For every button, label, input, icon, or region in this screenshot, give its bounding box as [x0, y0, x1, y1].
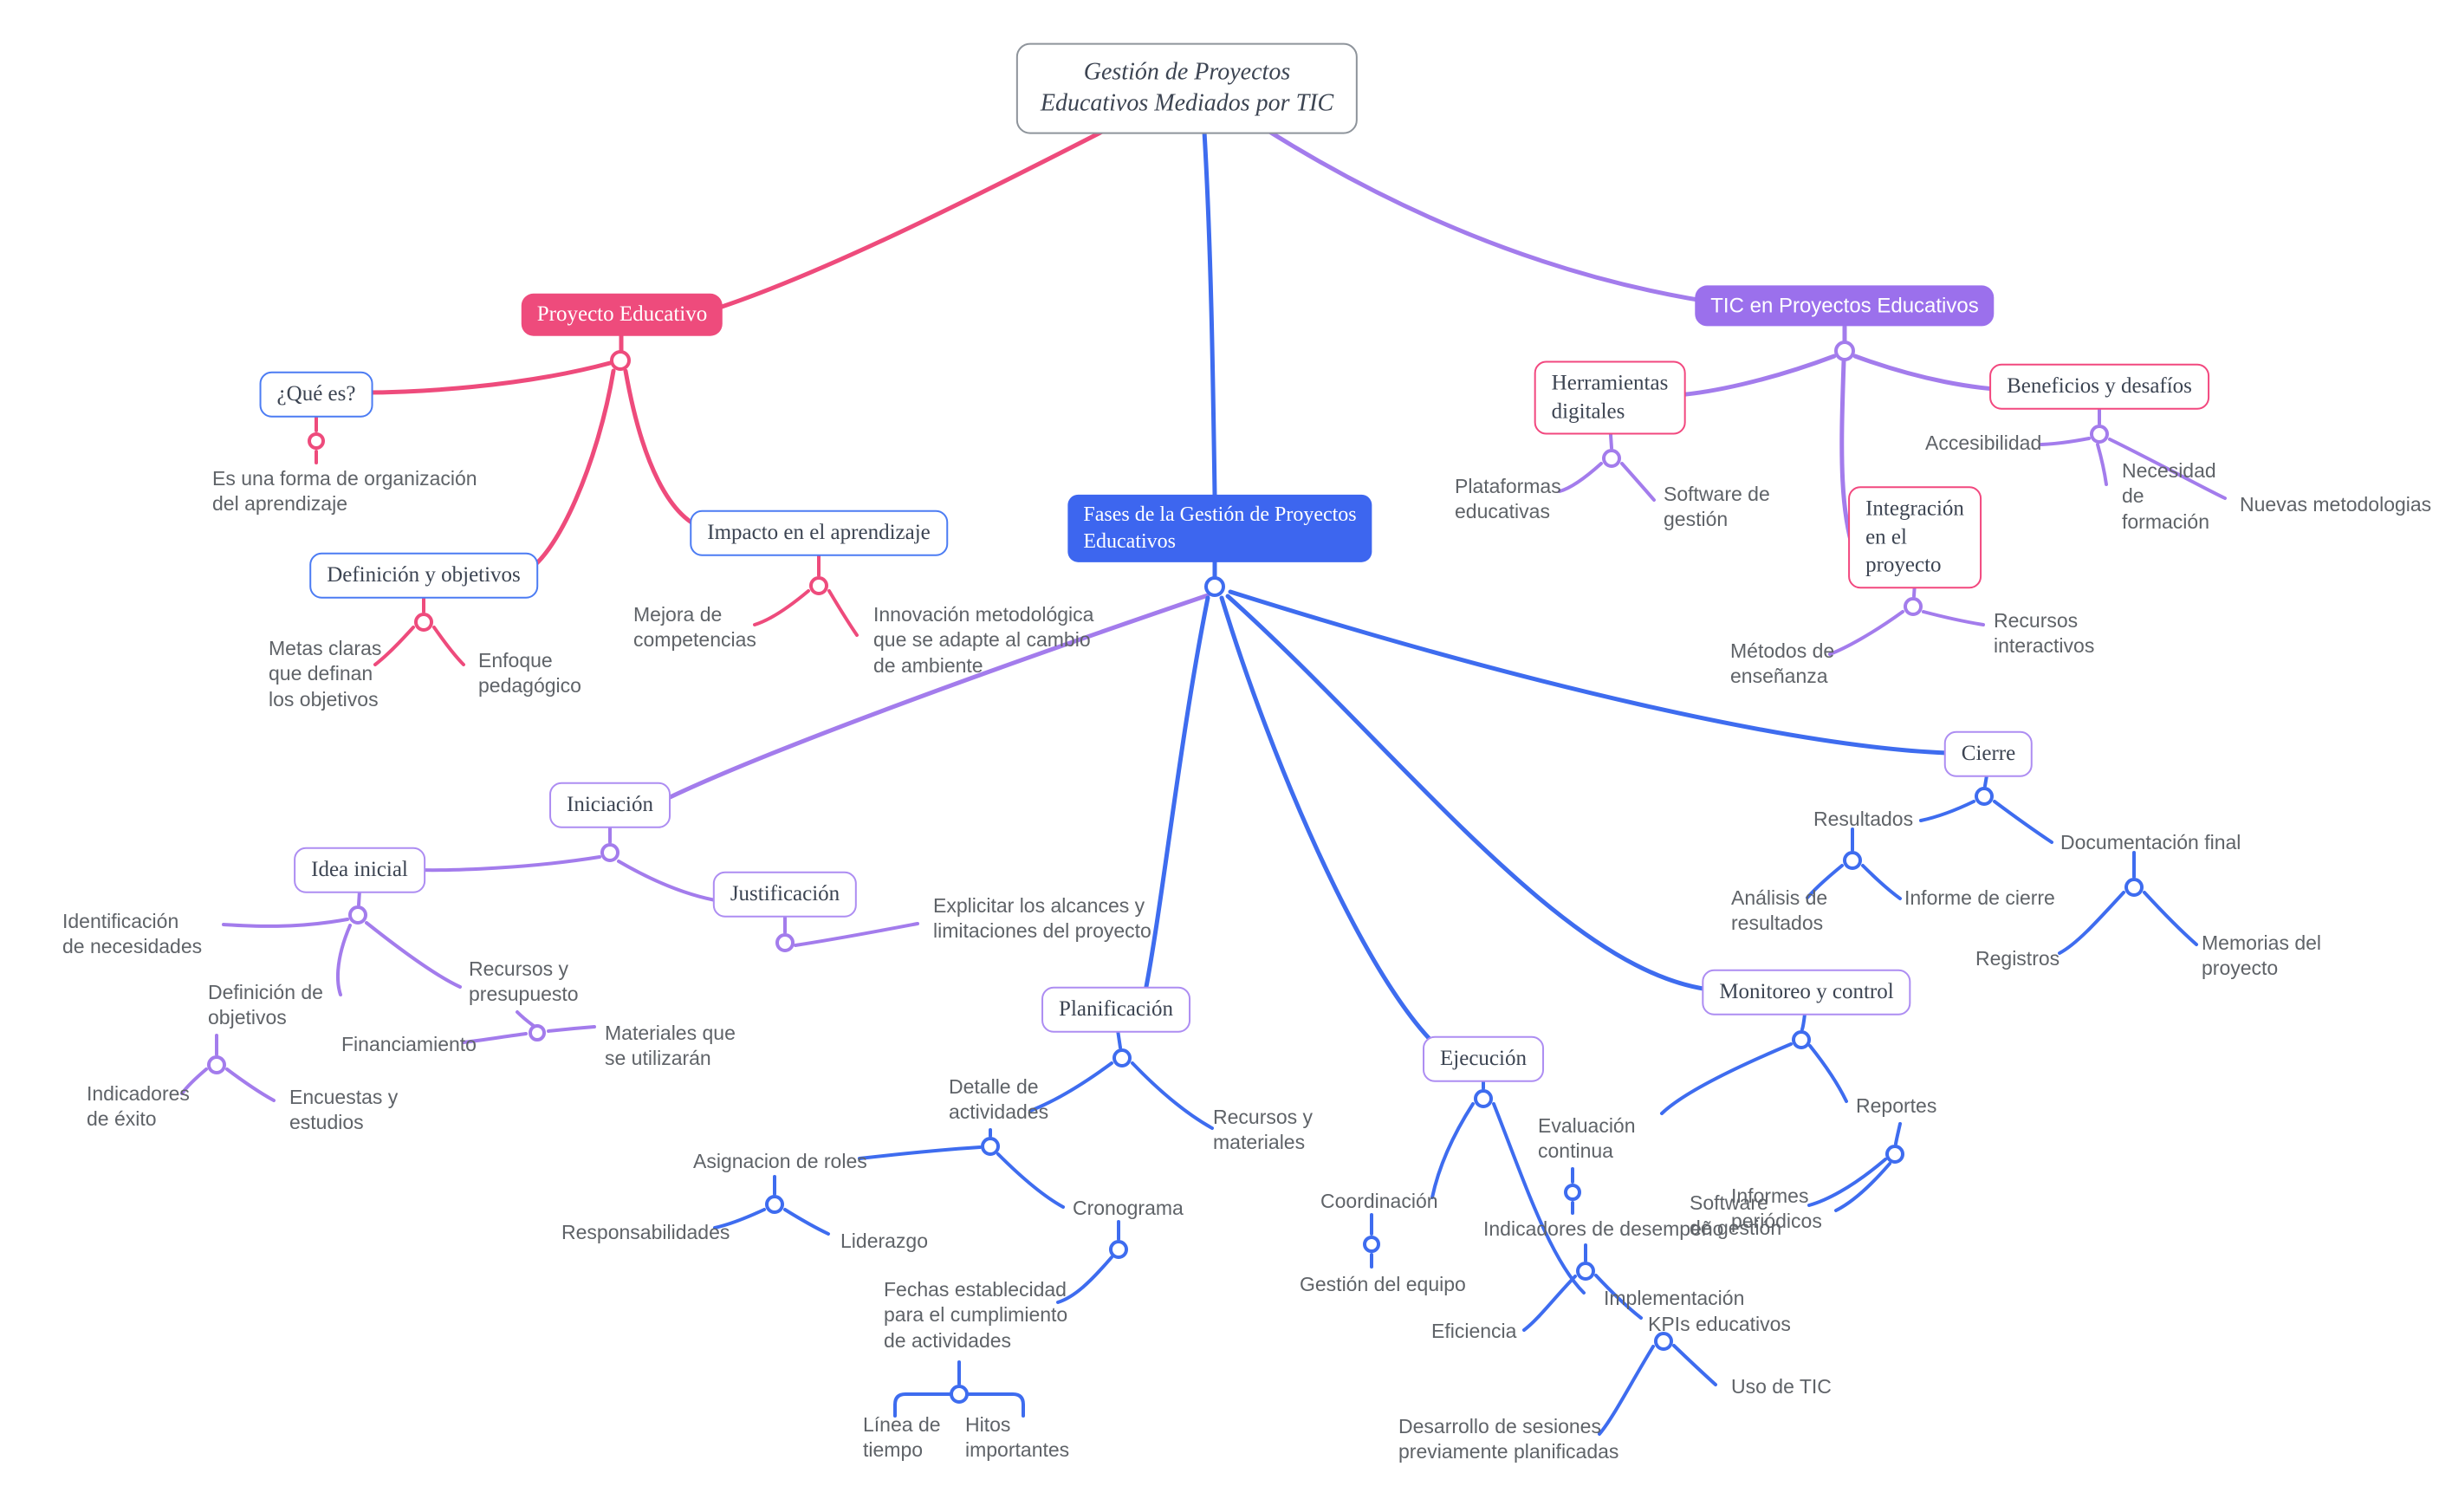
node-ejecucion[interactable]: Ejecución — [1423, 1035, 1544, 1082]
label-nuevas-metodologias[interactable]: Nuevas metodologias — [2240, 493, 2432, 516]
node-proyecto-educativo[interactable]: Proyecto Educativo — [521, 293, 723, 336]
branch-toggle[interactable] — [207, 1055, 226, 1074]
node-beneficios-desafios[interactable]: Beneficios y desafíos — [1989, 363, 2209, 410]
label-financiamiento[interactable]: Financiamiento — [341, 1033, 477, 1055]
label-uso-de-tic[interactable]: Uso de TIC — [1731, 1375, 1832, 1398]
label-coordinacion[interactable]: Coordinación — [1320, 1190, 1438, 1212]
label-informe-cierre[interactable]: Informe de cierre — [1904, 886, 2055, 909]
branch-toggle[interactable] — [1975, 787, 1994, 806]
label-memorias-proyecto[interactable]: Memorias del proyecto — [2202, 931, 2322, 980]
branch-toggle[interactable] — [1843, 851, 1862, 870]
branch-toggle[interactable] — [981, 1137, 1000, 1156]
label-software-gestion-tic[interactable]: Software de gestión — [1664, 483, 1770, 531]
node-fases-gestion[interactable]: Fases de la Gestión de Proyectos Educati… — [1067, 494, 1372, 563]
branch-toggle[interactable] — [610, 350, 631, 371]
branch-toggle[interactable] — [809, 576, 828, 595]
node-que-es[interactable]: ¿Qué es? — [259, 371, 373, 418]
label-enfoque-pedagogico[interactable]: Enfoque pedagógico — [478, 649, 581, 698]
branch-toggle[interactable] — [414, 613, 433, 632]
label-eficiencia[interactable]: Eficiencia — [1431, 1320, 1517, 1342]
label-encuestas-estudios[interactable]: Encuestas y estudios — [289, 1086, 399, 1134]
branch-toggle[interactable] — [1602, 449, 1621, 468]
label-liderazgo[interactable]: Liderazgo — [840, 1230, 929, 1252]
label-registros[interactable]: Registros — [1975, 947, 2060, 970]
label-documentacion-final[interactable]: Documentación final — [2060, 831, 2241, 853]
branch-toggle[interactable] — [775, 933, 795, 952]
label-hitos-importantes[interactable]: Hitos importantes — [965, 1413, 1070, 1462]
branch-toggle[interactable] — [348, 905, 367, 925]
label-innovacion-metodologica[interactable]: Innovación metodológica que se adapte al… — [873, 603, 1094, 677]
branch-toggle[interactable] — [2124, 878, 2144, 897]
branch-toggle[interactable] — [1363, 1236, 1380, 1253]
branch-toggle[interactable] — [765, 1195, 784, 1214]
label-definicion-objetivos-lbl[interactable]: Definición de objetivos — [208, 981, 323, 1029]
branch-toggle[interactable] — [1904, 597, 1923, 616]
branch-toggle[interactable] — [1109, 1240, 1128, 1259]
node-cierre[interactable]: Cierre — [1943, 730, 2034, 777]
branch-toggle[interactable] — [2090, 425, 2109, 444]
label-resultados[interactable]: Resultados — [1813, 808, 1914, 830]
node-root[interactable]: Gestión de Proyectos Educativos Mediados… — [1015, 42, 1359, 134]
branch-toggle[interactable] — [1564, 1184, 1581, 1201]
label-analisis-resultados[interactable]: Análisis de resultados — [1731, 886, 1828, 935]
node-monitoreo-control[interactable]: Monitoreo y control — [1702, 969, 1911, 1016]
label-reportes[interactable]: Reportes — [1856, 1094, 1937, 1117]
node-definicion-y-objetivos[interactable]: Definición y objetivos — [309, 552, 538, 599]
label-identificacion-necesidades[interactable]: Identificación de necesidades — [62, 910, 203, 958]
label-asignacion-roles[interactable]: Asignacion de roles — [693, 1150, 867, 1172]
label-mejora-competencias[interactable]: Mejora de competencias — [633, 603, 756, 652]
label-recursos-materiales[interactable]: Recursos y materiales — [1213, 1106, 1314, 1154]
label-evaluacion-continua[interactable]: Evaluación continua — [1538, 1114, 1636, 1163]
label-metodos-ensenanza[interactable]: Métodos de enseñanza — [1730, 639, 1835, 688]
label-es-una-forma[interactable]: Es una forma de organización del aprendi… — [212, 467, 477, 516]
label-software-gestion-monitoreo[interactable]: Software de gestión — [1690, 1191, 1782, 1240]
label-informes-periodicos[interactable]: Informes periódicos — [1731, 1184, 1822, 1233]
branch-toggle[interactable] — [1576, 1262, 1595, 1281]
label-indicadores-exito[interactable]: Indicadores de éxito — [87, 1082, 190, 1131]
label-gestion-equipo[interactable]: Gestión del equipo — [1300, 1273, 1466, 1295]
label-necesidad-formacion[interactable]: Necesidad de formación — [2122, 459, 2216, 533]
label-implementacion[interactable]: Implementación — [1604, 1287, 1745, 1309]
label-responsabilidades[interactable]: Responsabilidades — [561, 1221, 730, 1243]
label-recursos-interactivos[interactable]: Recursos interactivos — [1994, 609, 2095, 658]
node-justificacion[interactable]: Justificación — [712, 871, 858, 918]
label-explicitar-alcances[interactable]: Explicitar los alcances y limitaciones d… — [933, 894, 1151, 943]
node-planificacion[interactable]: Planificación — [1041, 986, 1190, 1033]
label-indicadores-desempeno[interactable]: Indicadores de desempeño — [1483, 1217, 1724, 1240]
branch-toggle[interactable] — [1792, 1030, 1811, 1049]
pink-branch-edges — [315, 129, 1105, 666]
branch-toggle[interactable] — [1834, 341, 1855, 361]
node-integracion-proyecto[interactable]: Integración en el proyecto — [1848, 486, 1982, 588]
label-cronograma[interactable]: Cronograma — [1073, 1197, 1184, 1219]
node-tic-proyectos[interactable]: TIC en Proyectos Educativos — [1695, 285, 1995, 327]
label-desarrollo-sesiones[interactable]: Desarrollo de sesiones previamente plani… — [1398, 1415, 1619, 1463]
label-linea-tiempo[interactable]: Línea de tiempo — [863, 1413, 941, 1462]
branch-junctions — [207, 341, 2144, 1404]
branch-toggle[interactable] — [529, 1024, 546, 1042]
branch-toggle[interactable] — [950, 1385, 969, 1404]
branch-toggle[interactable] — [1474, 1089, 1493, 1108]
label-materiales-utilizaran[interactable]: Materiales que se utilizarán — [605, 1022, 736, 1070]
branch-toggle[interactable] — [1204, 576, 1225, 597]
branch-toggle[interactable] — [1112, 1048, 1132, 1067]
label-plataformas-educativas[interactable]: Plataformas educativas — [1455, 475, 1561, 523]
branch-toggle[interactable] — [308, 432, 325, 450]
label-recursos-presupuesto[interactable]: Recursos y presupuesto — [469, 957, 579, 1006]
label-metas-claras[interactable]: Metas claras que definan los objetivos — [269, 637, 382, 711]
node-iniciacion[interactable]: Iniciación — [549, 782, 671, 828]
node-impacto-aprendizaje[interactable]: Impacto en el aprendizaje — [690, 509, 948, 556]
label-kpis-educativos[interactable]: KPIs educativos — [1648, 1313, 1791, 1335]
branch-toggle[interactable] — [1654, 1332, 1673, 1351]
branch-toggle[interactable] — [600, 843, 619, 862]
label-detalle-actividades[interactable]: Detalle de actividades — [949, 1075, 1049, 1124]
node-idea-inicial[interactable]: Idea inicial — [294, 847, 425, 893]
branch-toggle[interactable] — [1885, 1145, 1904, 1164]
label-accesibilidad[interactable]: Accesibilidad — [1925, 432, 2042, 454]
violet-branch-edges — [180, 127, 2227, 1102]
label-fechas-establecidad[interactable]: Fechas establecidad para el cumplimiento… — [884, 1278, 1068, 1352]
node-herramientas-digitales[interactable]: Herramientas digitales — [1534, 360, 1686, 435]
blue-branch-edges — [713, 129, 2198, 1436]
